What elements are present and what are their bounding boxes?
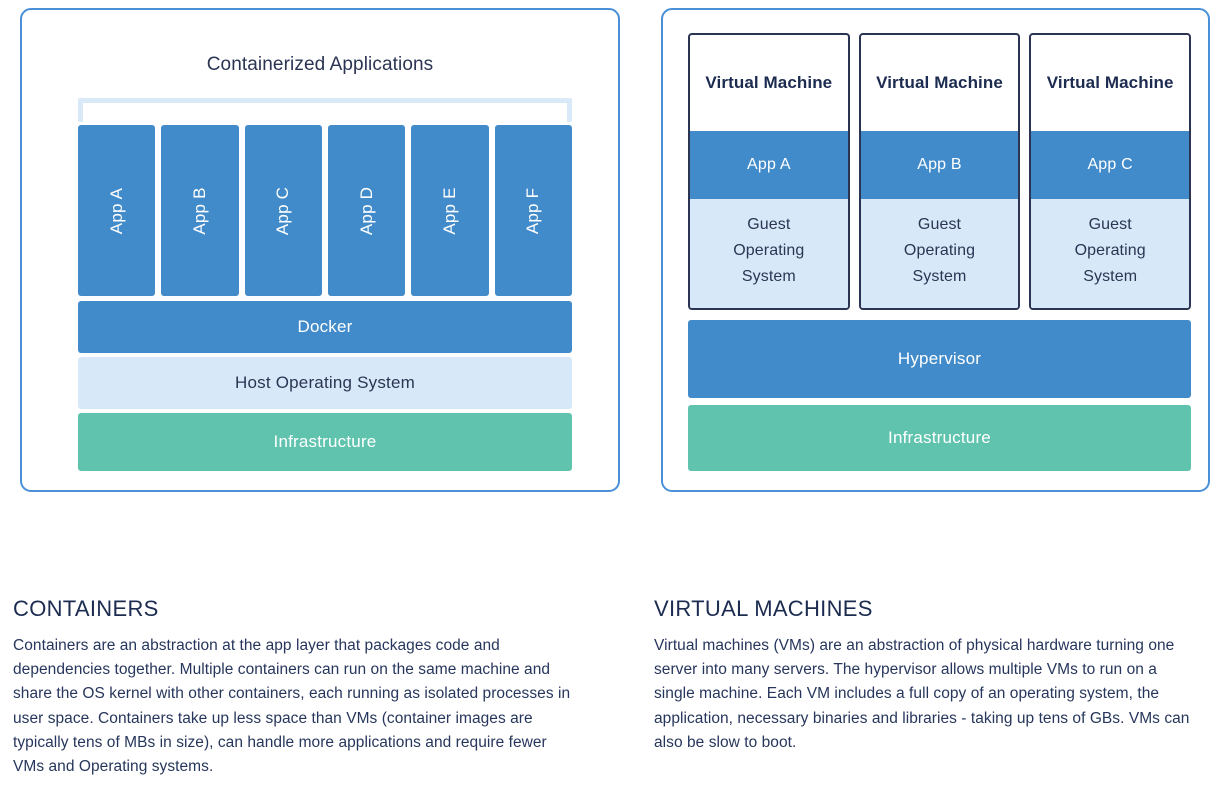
layer-host-operating-system[interactable]: Host Operating System	[78, 357, 572, 409]
app-box-b[interactable]: App B	[161, 125, 239, 296]
containers-panel-title: Containerized Applications	[206, 54, 434, 75]
app-box-f[interactable]: App F	[494, 125, 572, 296]
layer-infrastructure-vms[interactable]: Infrastructure	[688, 405, 1191, 471]
app-box-label: App D	[356, 186, 376, 235]
layer-infrastructure-containers[interactable]: Infrastructure	[78, 413, 572, 471]
virtual-machine-title: Virtual Machine	[1046, 73, 1174, 92]
app-box-label: App A	[106, 187, 126, 234]
app-boxes-row: App A App B App C App D App E App F	[78, 125, 572, 296]
containers-description: Containers are an abstraction at the app…	[13, 637, 571, 776]
app-box-e[interactable]: App E	[411, 125, 489, 296]
virtual-machine-title: Virtual Machine	[705, 73, 833, 92]
virtual-machine-app-band: App C	[1031, 131, 1190, 199]
app-box-a[interactable]: App A	[78, 125, 156, 296]
virtual-machines-text-column: VIRTUAL MACHINES Virtual machines (VMs) …	[654, 596, 1200, 755]
app-box-label: App B	[189, 186, 209, 235]
virtual-machine-app-band: App A	[690, 131, 848, 199]
app-box-d[interactable]: App D	[327, 125, 406, 296]
layer-docker[interactable]: Docker	[78, 301, 572, 353]
virtual-machines-heading: VIRTUAL MACHINES	[654, 596, 873, 621]
apps-grouping-bracket	[78, 98, 572, 122]
containers-heading: CONTAINERS	[13, 596, 159, 621]
containers-diagram-panel: Containerized Applications App A App B A…	[20, 8, 620, 492]
app-box-c[interactable]: App C	[244, 125, 322, 296]
diagram-area: Containerized Applications App A App B A…	[20, 8, 1210, 492]
virtual-machine-title: Virtual Machine	[876, 73, 1003, 92]
containers-text-column: CONTAINERS Containers are an abstraction…	[13, 596, 573, 779]
virtual-machine-app-band: App B	[860, 131, 1019, 199]
app-box-label: App C	[273, 186, 293, 235]
app-box-label: App E	[439, 186, 459, 235]
layer-hypervisor[interactable]: Hypervisor	[688, 320, 1191, 398]
virtual-machines-description: Virtual machines (VMs) are an abstractio…	[654, 637, 1190, 751]
app-box-label: App F	[523, 187, 543, 234]
